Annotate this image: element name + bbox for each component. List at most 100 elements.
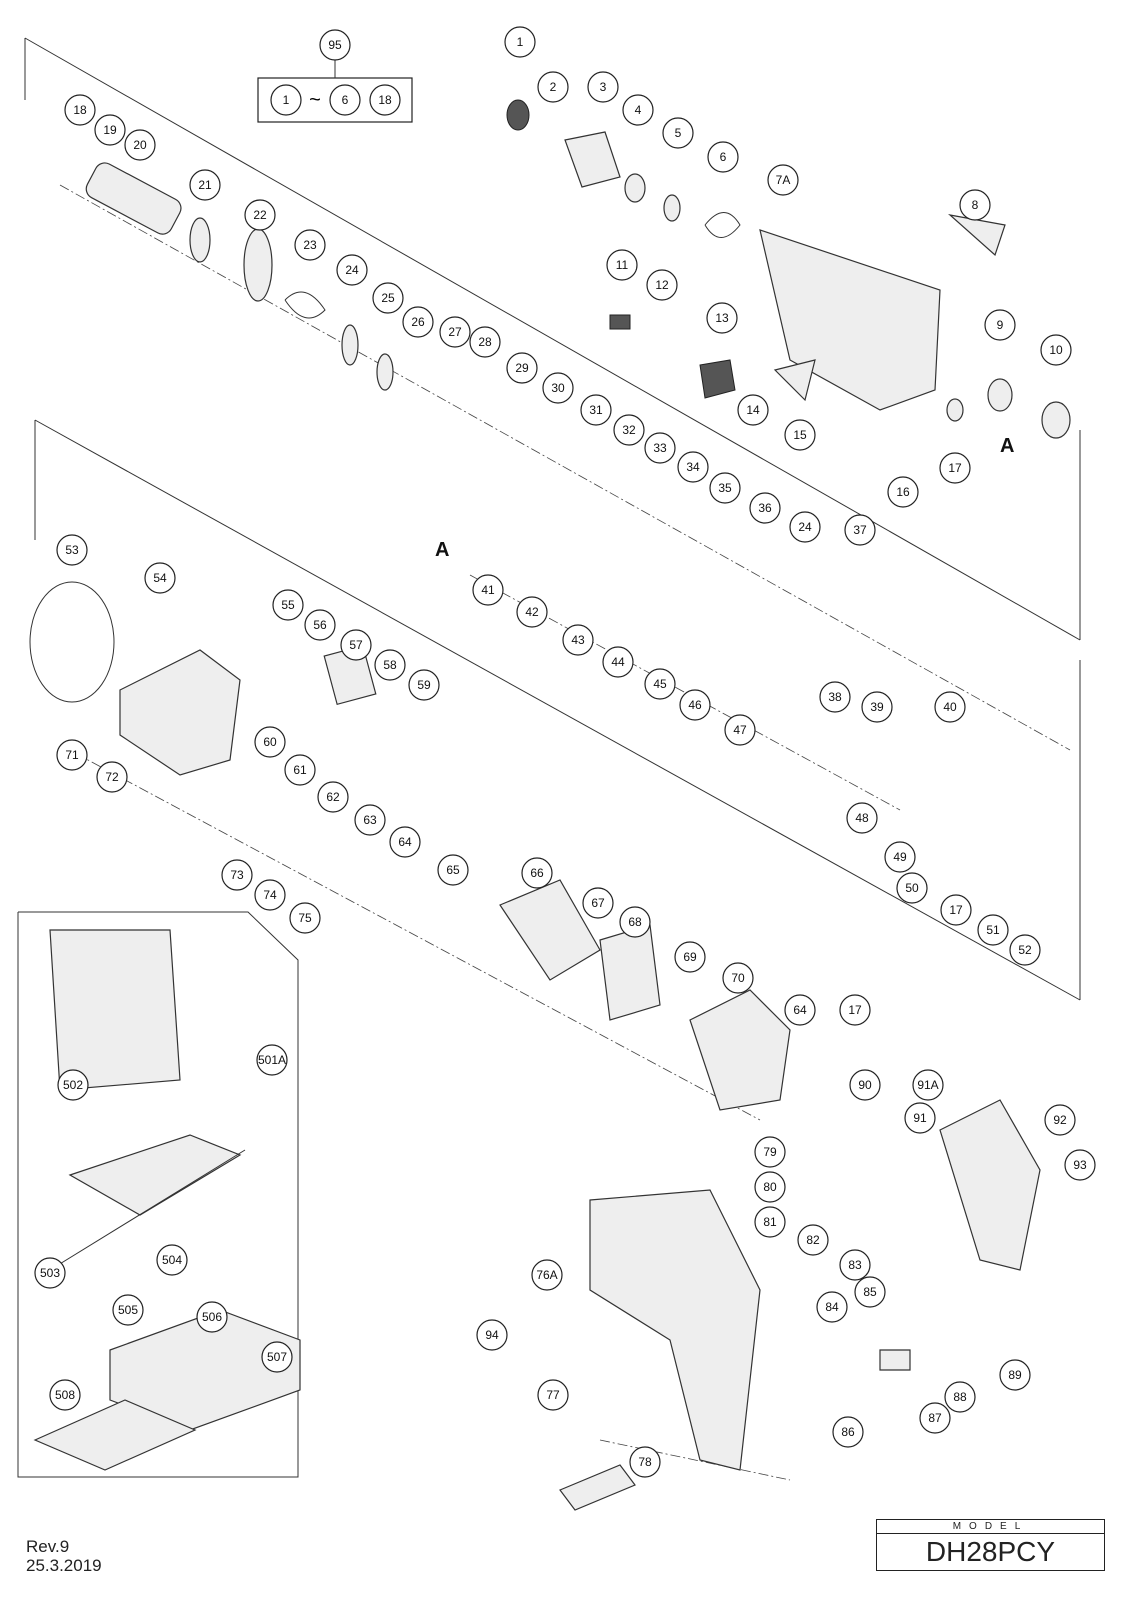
callout-circle xyxy=(506,352,538,384)
callout-number: 92 xyxy=(1053,1113,1067,1127)
callout-circle xyxy=(372,282,404,314)
callout-number: 48 xyxy=(855,811,869,825)
callout-part-72: 72 xyxy=(96,761,128,793)
callout-part-26: 26 xyxy=(402,306,434,338)
callout-part-49: 49 xyxy=(884,841,916,873)
callout-part-501a: 501A xyxy=(256,1044,288,1076)
callout-number: 67 xyxy=(591,896,605,910)
callout-circle xyxy=(221,859,253,891)
callout-number: 4 xyxy=(635,103,642,117)
callout-circle xyxy=(646,269,678,301)
callout-part-506: 506 xyxy=(196,1301,228,1333)
callout-number: 15 xyxy=(793,428,807,442)
callout-part-34: 34 xyxy=(677,451,709,483)
callout-circle xyxy=(904,1102,936,1134)
kit-content-callout: 1 xyxy=(270,84,302,116)
callout-circle xyxy=(582,887,614,919)
callout-number: 24 xyxy=(345,263,359,277)
callout-part-23: 23 xyxy=(294,229,326,261)
callout-part-43: 43 xyxy=(562,624,594,656)
callout-part-62: 62 xyxy=(317,781,349,813)
callout-circle xyxy=(270,84,302,116)
callout-part-28: 28 xyxy=(469,326,501,358)
callout-circle xyxy=(476,1319,508,1351)
callout-circle xyxy=(622,94,654,126)
callout-circle xyxy=(644,668,676,700)
callout-part-52: 52 xyxy=(1009,934,1041,966)
callout-number: 30 xyxy=(551,381,565,395)
callout-part-89: 89 xyxy=(999,1359,1031,1391)
callout-part-79: 79 xyxy=(754,1136,786,1168)
callout-circle xyxy=(754,1136,786,1168)
callout-number: 39 xyxy=(870,700,884,714)
callout-part-1: 1 xyxy=(504,26,536,58)
callout-part-65: 65 xyxy=(437,854,469,886)
callout-number: 31 xyxy=(589,403,603,417)
callout-number: 69 xyxy=(683,950,697,964)
callout-circle xyxy=(606,249,638,281)
callout-part-74: 74 xyxy=(254,879,286,911)
callout-number: 86 xyxy=(841,1425,855,1439)
model-label: MODEL xyxy=(877,1520,1104,1534)
callout-part-86: 86 xyxy=(832,1416,864,1448)
callout-circle xyxy=(537,1379,569,1411)
part-shapes xyxy=(29,99,1071,1511)
callout-part-3: 3 xyxy=(587,71,619,103)
callout-number: 83 xyxy=(848,1258,862,1272)
callout-circle xyxy=(677,451,709,483)
callout-number: 28 xyxy=(478,335,492,349)
callout-part-66: 66 xyxy=(521,857,553,889)
callout-part-22: 22 xyxy=(244,199,276,231)
callout-circle xyxy=(369,84,401,116)
callout-circle xyxy=(562,624,594,656)
callout-part-12: 12 xyxy=(646,269,678,301)
callout-number: 26 xyxy=(411,315,425,329)
callout-part-80: 80 xyxy=(754,1171,786,1203)
callout-part-50: 50 xyxy=(896,872,928,904)
callout-circle xyxy=(56,739,88,771)
callout-part-24: 24 xyxy=(336,254,368,286)
callout-part-92: 92 xyxy=(1044,1104,1076,1136)
callout-part-505: 505 xyxy=(112,1294,144,1326)
callout-circle xyxy=(1009,934,1041,966)
callout-part-68: 68 xyxy=(619,906,651,938)
callout-number: 37 xyxy=(853,523,867,537)
callout-circle xyxy=(934,691,966,723)
callout-number: 11 xyxy=(616,258,629,272)
callout-part-33: 33 xyxy=(644,432,676,464)
callout-circle xyxy=(629,1446,661,1478)
callout-number: 71 xyxy=(65,748,79,762)
callout-number: 63 xyxy=(363,813,377,827)
callout-part-29: 29 xyxy=(506,352,538,384)
callout-number: 66 xyxy=(530,866,544,880)
callout-circle xyxy=(722,962,754,994)
callout-number: 58 xyxy=(383,658,397,672)
callout-number: 55 xyxy=(281,598,295,612)
callout-number: 60 xyxy=(263,735,277,749)
callout-circle xyxy=(999,1359,1031,1391)
callout-number: 70 xyxy=(731,971,745,985)
callout-circle xyxy=(602,646,634,678)
callout-number: 29 xyxy=(515,361,529,375)
callout-number: 34 xyxy=(686,460,700,474)
kit-content-callout: 6 xyxy=(329,84,361,116)
callout-circle xyxy=(854,1276,886,1308)
callout-number: 54 xyxy=(153,571,167,585)
callout-circle xyxy=(724,714,756,746)
callout-circle xyxy=(709,472,741,504)
callout-circle xyxy=(1044,1104,1076,1136)
callout-number: 45 xyxy=(653,677,667,691)
callout-circle xyxy=(839,994,871,1026)
callout-part-38: 38 xyxy=(819,681,851,713)
callout-number: 76A xyxy=(536,1268,557,1282)
callout-part-90: 90 xyxy=(849,1069,881,1101)
callout-number: 5 xyxy=(675,126,682,140)
callout-part-64: 64 xyxy=(389,826,421,858)
callout-circle xyxy=(707,141,739,173)
callout-circle xyxy=(737,394,769,426)
callout-circle xyxy=(254,726,286,758)
callout-part-54: 54 xyxy=(144,562,176,594)
callout-part-67: 67 xyxy=(582,887,614,919)
callout-number: 506 xyxy=(202,1310,222,1324)
